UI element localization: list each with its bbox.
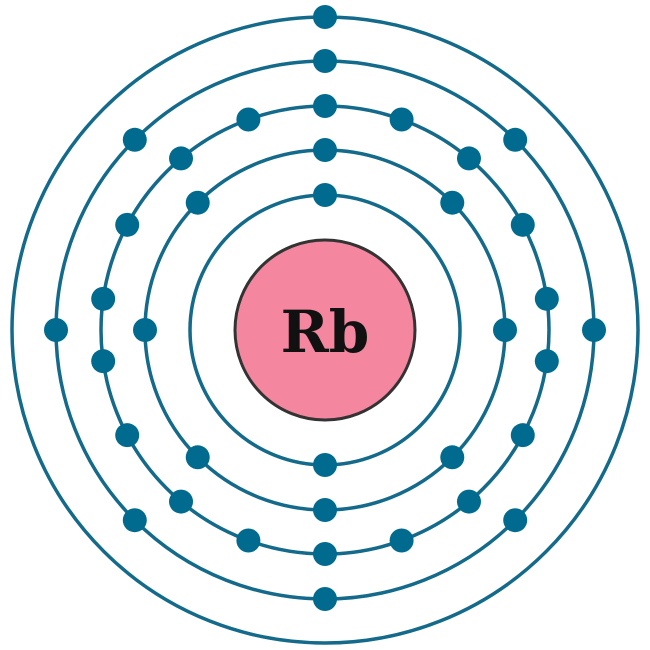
electron — [91, 349, 116, 374]
electron — [122, 127, 147, 152]
electron — [185, 445, 210, 470]
electron — [133, 318, 157, 342]
electron — [313, 5, 337, 29]
electron — [313, 587, 337, 611]
electron — [115, 212, 140, 237]
electron — [510, 212, 535, 237]
electron — [169, 146, 194, 171]
electron — [503, 127, 528, 152]
electron — [236, 107, 261, 132]
electron — [510, 423, 535, 448]
electron — [236, 528, 261, 553]
electron — [313, 49, 337, 73]
electron — [313, 453, 337, 477]
electron — [313, 94, 337, 118]
electron — [313, 138, 337, 162]
electron — [44, 318, 68, 342]
electron — [313, 183, 337, 207]
electron — [91, 286, 116, 311]
electron — [185, 190, 210, 215]
electron-layer — [44, 5, 606, 611]
element-symbol: Rb — [281, 298, 370, 366]
electron — [440, 445, 465, 470]
electron — [582, 318, 606, 342]
electron — [122, 508, 147, 533]
electron — [456, 489, 481, 514]
electron — [534, 286, 559, 311]
electron — [503, 508, 528, 533]
nucleus — [233, 238, 417, 422]
electron — [169, 489, 194, 514]
electron — [456, 146, 481, 171]
electron — [389, 107, 414, 132]
electron — [313, 498, 337, 522]
electron — [534, 349, 559, 374]
electron — [313, 542, 337, 566]
electron — [440, 190, 465, 215]
electron — [115, 423, 140, 448]
electron — [389, 528, 414, 553]
electron — [493, 318, 517, 342]
